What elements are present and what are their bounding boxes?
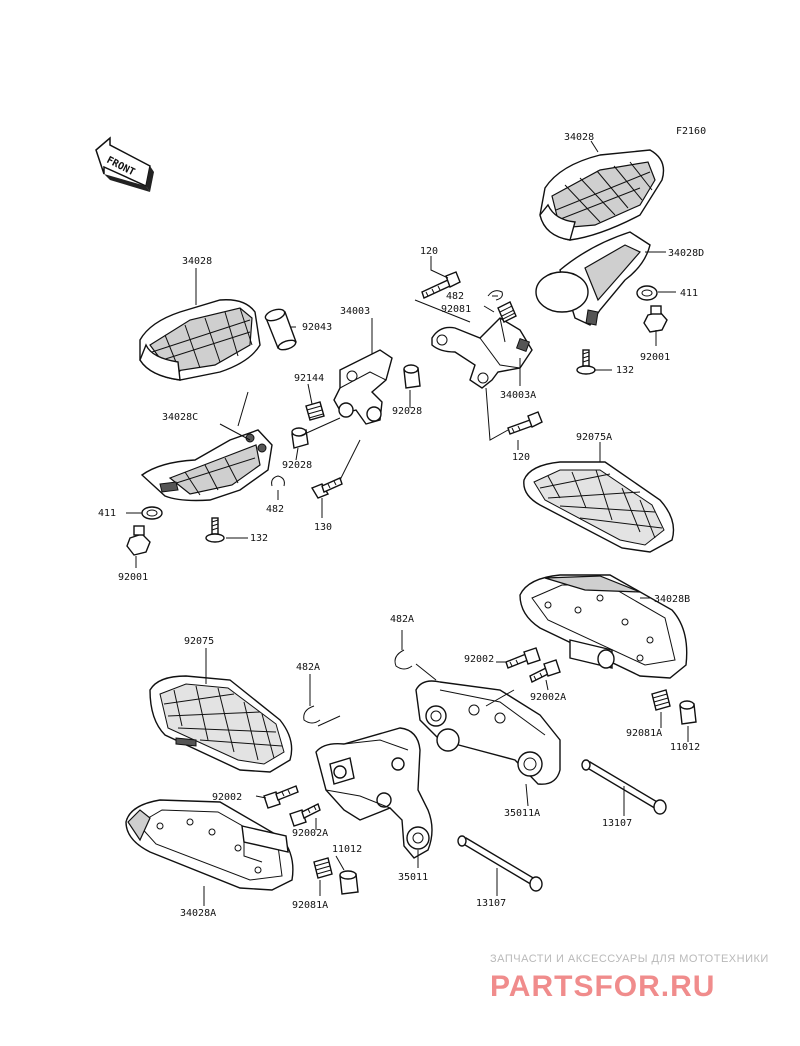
label-120-bottom: 120	[512, 452, 530, 463]
leader-lines	[126, 140, 689, 906]
label-92002A-right: 92002A	[530, 692, 566, 703]
clip-482-left	[271, 475, 285, 487]
watermark: ЗАПЧАСТИ И АКСЕССУАРЫ ДЛЯ МОТОТЕХНИКИ PA…	[490, 953, 769, 1003]
bolt-130	[310, 477, 343, 499]
label-120-top: 120	[420, 246, 438, 257]
label-34028C: 34028C	[162, 412, 198, 423]
bracket-35011A	[415, 680, 561, 785]
front-arrow-icon: FRONT	[95, 136, 154, 192]
bracket-34003	[333, 349, 393, 425]
label-482A-left: 482A	[296, 662, 320, 673]
bolt-132-left	[205, 517, 225, 543]
label-13107-right: 13107	[602, 818, 632, 829]
footpeg-bracket-34028C	[140, 429, 273, 502]
footpeg-rubber-top-right	[539, 149, 665, 241]
label-92002-right: 92002	[464, 654, 494, 665]
label-35011: 35011	[398, 872, 428, 883]
collar-11012-right	[679, 700, 697, 725]
label-411-left: 411	[98, 508, 116, 519]
label-92028-right: 92028	[392, 406, 422, 417]
bracket-35011	[315, 727, 433, 859]
nut-92001-left	[126, 525, 151, 556]
label-92075: 92075	[184, 636, 214, 647]
label-482A-right: 482A	[390, 614, 414, 625]
label-92075A: 92075A	[576, 432, 612, 443]
spring-92144	[305, 401, 325, 421]
footboard-rubber-92075A	[523, 461, 675, 553]
label-92081: 92081	[441, 304, 471, 315]
label-130: 130	[314, 522, 332, 533]
watermark-brand: PARTSFOR.RU	[490, 970, 715, 1003]
label-35011A: 35011A	[504, 808, 540, 819]
washer-411-right	[636, 285, 658, 301]
clip-482-top	[487, 290, 503, 301]
bolt-92002A-left	[289, 803, 321, 827]
bolt-120-top	[421, 271, 461, 299]
label-92144: 92144	[294, 373, 324, 384]
label-411-right: 411	[680, 288, 698, 299]
bolt-132-right	[576, 349, 596, 375]
washer-411-left	[141, 506, 163, 520]
footboard-34028A	[125, 799, 294, 891]
shaft-13107-left	[457, 835, 543, 892]
bracket-34003A	[431, 317, 533, 389]
label-11012-right: 11012	[670, 742, 700, 753]
collar-11012-left	[339, 870, 359, 895]
bushing-92028-right	[403, 364, 421, 389]
label-92002-left: 92002	[212, 792, 242, 803]
label-11012-left: 11012	[332, 844, 362, 855]
bolt-92002-left	[263, 785, 299, 809]
label-92001-left: 92001	[118, 572, 148, 583]
footboard-rubber-92075	[149, 675, 293, 773]
spring-92081A-left	[313, 857, 333, 879]
footpeg-rubber-left	[139, 299, 261, 381]
label-92043: 92043	[302, 322, 332, 333]
part-labels: 34028 34028D 411 92001 132 120 482 92081…	[98, 132, 704, 919]
label-34028A: 34028A	[180, 908, 216, 919]
label-34028-left: 34028	[182, 256, 212, 267]
label-34003A: 34003A	[500, 390, 536, 401]
footboard-34028B	[519, 574, 688, 679]
label-92028-left: 92028	[282, 460, 312, 471]
label-92081A-right: 92081A	[626, 728, 662, 739]
clip-482A-right	[394, 649, 413, 670]
label-34028-top-right: 34028	[564, 132, 594, 143]
label-34028D: 34028D	[668, 248, 704, 259]
spring-92081	[497, 301, 517, 323]
label-132-right: 132	[616, 365, 634, 376]
label-482-left: 482	[266, 504, 284, 515]
clip-482A-left	[303, 705, 321, 724]
label-34003: 34003	[340, 306, 370, 317]
spring-92081A-right	[651, 689, 671, 711]
pin-92043	[264, 308, 297, 351]
label-92002A-left: 92002A	[292, 828, 328, 839]
label-92081A-left: 92081A	[292, 900, 328, 911]
bolt-92002A-right	[529, 659, 561, 683]
label-132-left: 132	[250, 533, 268, 544]
bolt-120-bottom	[507, 411, 543, 435]
bolt-92002-right	[505, 647, 541, 669]
figure-code: F2160	[676, 126, 706, 137]
footpeg-bracket-34028D	[535, 231, 651, 326]
label-34028B: 34028B	[654, 594, 690, 605]
label-482-top: 482	[446, 291, 464, 302]
bushing-92028-left	[291, 427, 309, 449]
label-13107-left: 13107	[476, 898, 506, 909]
watermark-tagline: ЗАПЧАСТИ И АКСЕССУАРЫ ДЛЯ МОТОТЕХНИКИ	[490, 953, 769, 965]
nut-92001-right	[643, 305, 668, 333]
label-92001-right: 92001	[640, 352, 670, 363]
